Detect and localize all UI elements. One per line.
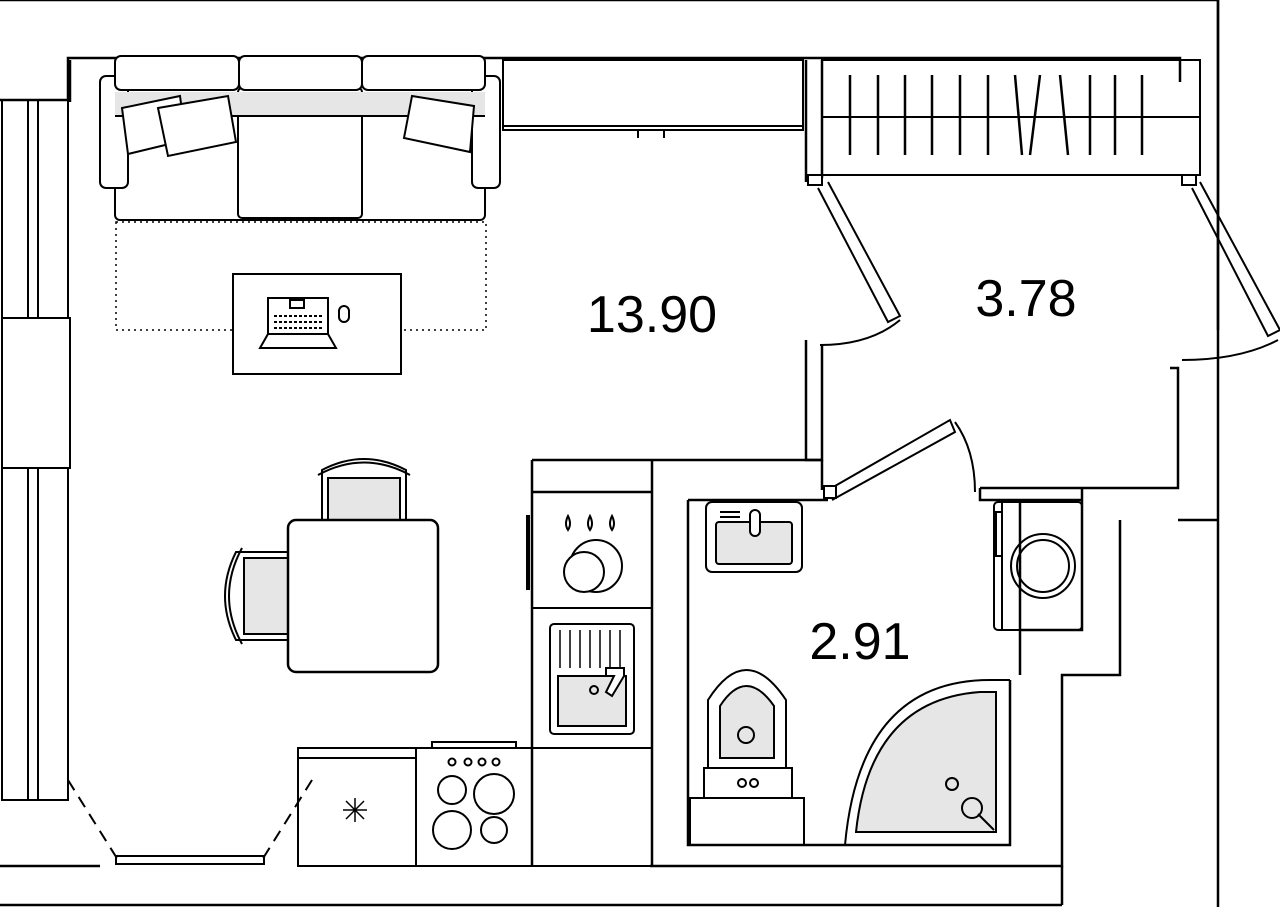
- loggia-glazing: [821, 59, 1201, 176]
- chair-icon: [317, 458, 411, 523]
- pillow-icon: [120, 94, 476, 158]
- chair-icon: [224, 547, 289, 645]
- area-label-bathroom: 2.91: [809, 613, 910, 671]
- kitchen-sink-icon: [531, 607, 653, 749]
- mouse-icon: [338, 305, 350, 323]
- shower-icon: [844, 679, 1010, 846]
- stove-icon: [526, 491, 653, 609]
- dining-table-icon: [286, 518, 440, 674]
- rug: [115, 221, 487, 331]
- area-label-living-room: 13.90: [587, 286, 717, 344]
- toilet-icon: [689, 669, 805, 846]
- washing-machine-icon: [993, 501, 1083, 631]
- desk-icon: [232, 273, 402, 375]
- bathroom-sink-icon: [705, 501, 803, 573]
- kitchen-counter: [531, 747, 653, 867]
- area-label-loggia: 3.78: [975, 270, 1076, 328]
- doors: [67, 174, 1280, 865]
- window-top: [502, 59, 804, 138]
- window-left: [1, 99, 71, 801]
- cooktop-icon: [415, 741, 533, 867]
- fridge-icon: [297, 747, 417, 867]
- laptop-icon: [258, 297, 338, 349]
